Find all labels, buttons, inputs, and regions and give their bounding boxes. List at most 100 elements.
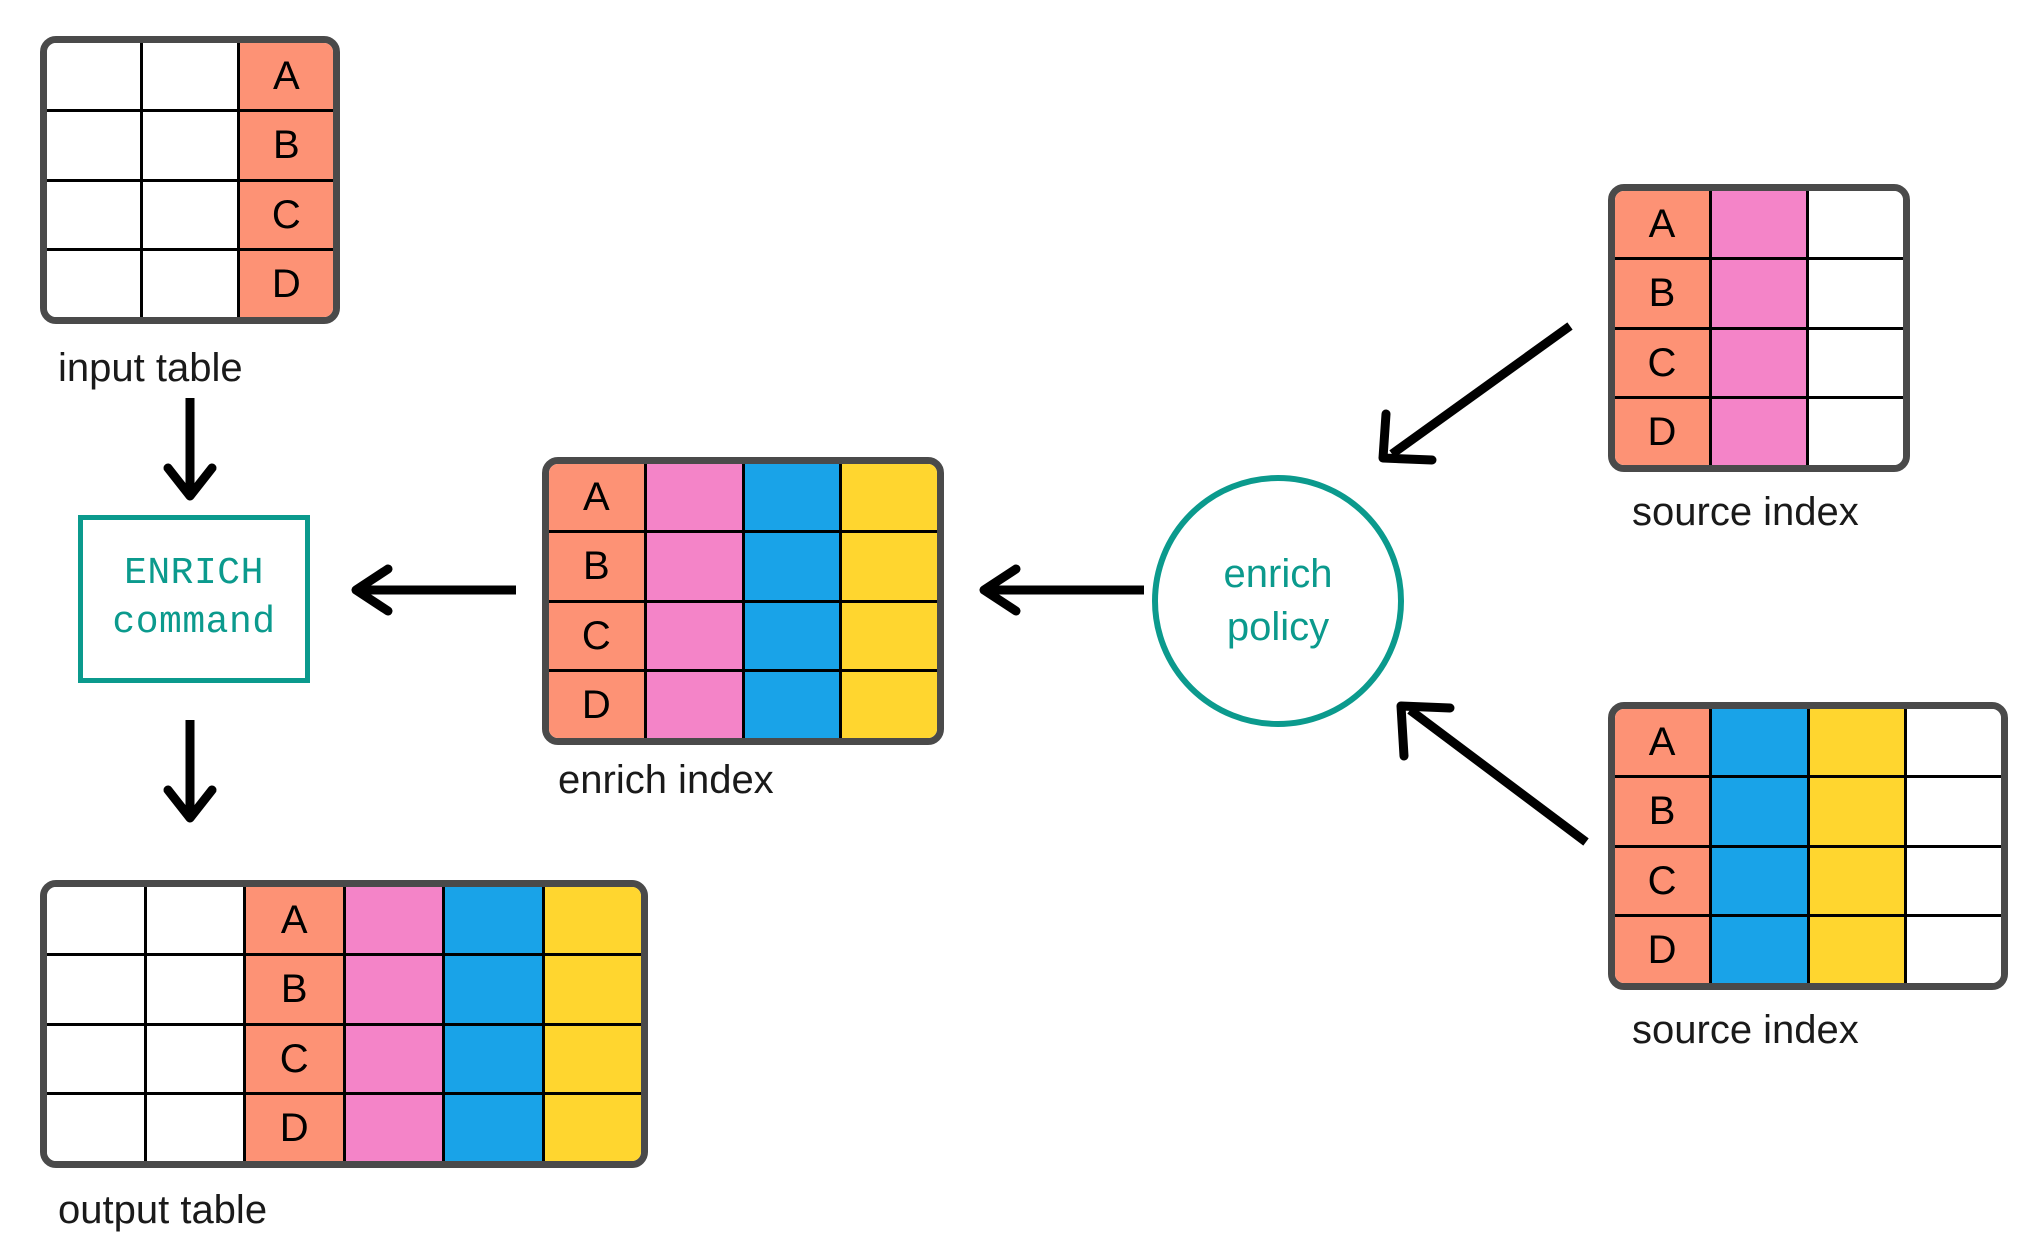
arrow-enrich-command-to-output xyxy=(160,718,220,828)
table-cell: A xyxy=(549,464,644,531)
table-cell: C xyxy=(1615,329,1709,396)
table-cell xyxy=(541,887,641,954)
table-row: A xyxy=(1615,709,2001,776)
table-cell: B xyxy=(1615,260,1709,327)
table-cell xyxy=(442,887,542,954)
table-cell: D xyxy=(243,1094,343,1161)
table-cell xyxy=(839,464,937,531)
arrow-source-index-bottom-to-policy xyxy=(1388,700,1598,850)
input-table-label: input table xyxy=(58,346,243,390)
table-cell: C xyxy=(549,602,644,669)
table-cell xyxy=(839,602,937,669)
table-row: D xyxy=(1615,913,2001,983)
table-cell xyxy=(541,956,641,1023)
table-cell xyxy=(741,602,840,669)
table-cell xyxy=(140,43,237,110)
table-cell: D xyxy=(1615,398,1709,465)
table-cell: B xyxy=(549,533,644,600)
table-cell xyxy=(1709,191,1806,258)
table-cell xyxy=(541,1094,641,1161)
table-cell xyxy=(1709,709,1807,776)
table-cell: C xyxy=(243,1025,343,1092)
table-row: C xyxy=(1615,844,2001,914)
table-row: A xyxy=(47,43,333,110)
table-cell xyxy=(342,1094,442,1161)
table-cell xyxy=(643,464,742,531)
table-cell xyxy=(47,956,144,1023)
enrich-index-label: enrich index xyxy=(558,758,774,802)
table-cell xyxy=(1709,778,1807,845)
table-row: C xyxy=(1615,326,1903,396)
table-row: B xyxy=(1615,257,1903,327)
table-cell xyxy=(442,1094,542,1161)
table-cell: C xyxy=(1615,847,1710,914)
table-row: D xyxy=(549,668,937,738)
source-index-bottom-label: source index xyxy=(1632,1008,1859,1052)
table-cell: A xyxy=(1615,191,1709,258)
table-cell xyxy=(741,464,840,531)
table-cell xyxy=(442,956,542,1023)
table-row: A xyxy=(549,464,937,531)
table-cell xyxy=(143,887,243,954)
table-cell xyxy=(47,1094,144,1161)
arrow-source-index-top-to-policy xyxy=(1370,318,1580,468)
table-cell xyxy=(1806,916,1904,983)
table-cell xyxy=(342,887,442,954)
table-cell xyxy=(143,1025,243,1092)
table-cell xyxy=(643,533,742,600)
table-cell xyxy=(1903,709,2001,776)
enrich-policy-circle[interactable]: enrich policy xyxy=(1152,475,1404,727)
table-cell xyxy=(140,181,237,248)
arrow-policy-to-enrich-index xyxy=(968,564,1148,616)
table-cell xyxy=(442,1025,542,1092)
source-index-top-label: source index xyxy=(1632,490,1859,534)
table-cell xyxy=(741,533,840,600)
table-cell: C xyxy=(236,181,333,248)
table-cell xyxy=(1806,329,1903,396)
table-row: C xyxy=(549,599,937,669)
enrich-command-line-2: command xyxy=(112,601,276,644)
table-cell xyxy=(47,250,141,317)
table-cell xyxy=(47,1025,144,1092)
table-cell xyxy=(47,43,141,110)
table-cell xyxy=(47,887,144,954)
enrich-policy-line-2: policy xyxy=(1226,605,1330,649)
table-cell xyxy=(1903,778,2001,845)
table-cell xyxy=(1806,191,1903,258)
table-cell: D xyxy=(236,250,333,317)
table-cell: B xyxy=(1615,778,1710,845)
table-cell: A xyxy=(243,887,343,954)
output-table-label: output table xyxy=(58,1188,268,1232)
enrich-command-line-1: ENRICH xyxy=(124,552,264,596)
table-cell xyxy=(140,112,237,179)
table-cell xyxy=(140,250,237,317)
table-row: C xyxy=(47,1022,641,1092)
table-cell xyxy=(1903,847,2001,914)
arrow-enrich-index-to-command xyxy=(340,564,520,616)
table-row: B xyxy=(47,953,641,1023)
table-cell xyxy=(1709,847,1807,914)
table-row: B xyxy=(549,530,937,600)
enrich-command-box[interactable]: ENRICH command xyxy=(78,515,310,683)
table-cell xyxy=(47,181,141,248)
table-cell xyxy=(143,956,243,1023)
table-cell xyxy=(839,533,937,600)
table-cell xyxy=(741,671,840,738)
table-cell xyxy=(1806,260,1903,327)
table-cell xyxy=(643,602,742,669)
table-cell: A xyxy=(1615,709,1710,776)
table-cell xyxy=(47,112,141,179)
table-cell xyxy=(342,956,442,1023)
table-row: B xyxy=(47,109,333,179)
table-cell xyxy=(541,1025,641,1092)
table-cell: D xyxy=(549,671,644,738)
table-cell: A xyxy=(236,43,333,110)
table-cell xyxy=(1709,329,1806,396)
table-row: A xyxy=(47,887,641,954)
table-cell: B xyxy=(243,956,343,1023)
table-cell xyxy=(643,671,742,738)
